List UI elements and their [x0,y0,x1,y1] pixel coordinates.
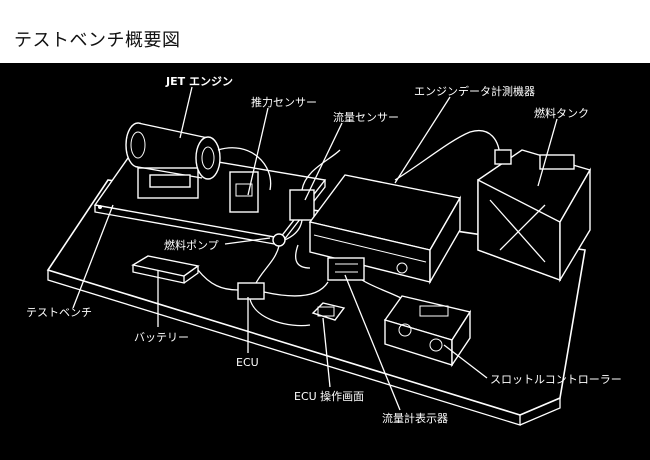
label-engine-data-meter: エンジンデータ計測機器 [414,84,535,98]
label-flow-display: 流量計表示器 [382,411,448,425]
label-fuel-pump: 燃料ポンプ [164,238,219,252]
label-test-bench: テストベンチ [26,306,92,319]
test-bench-diagram: JET エンジン 推力センサー 流量センサー エンジンデータ計測機器 燃料タンク… [26,75,622,426]
fuel-tank [477,149,592,283]
jet-engine [125,122,221,199]
label-throttle-controller: スロットルコントローラー [490,373,622,386]
thrust-sensor [217,147,272,213]
label-flow-sensor: 流量センサー [333,110,399,124]
meter-connector [327,257,406,301]
throttle-controller [383,295,472,368]
ecu [197,269,329,327]
label-thrust-sensor: 推力センサー [251,95,317,109]
label-jet-engine: JET エンジン [165,75,233,88]
label-ecu: ECU [236,356,259,369]
engine-data-meter [295,174,462,285]
label-battery: バッテリー [134,331,189,344]
flow-sensor [279,149,341,243]
label-fuel-tank: 燃料タンク [534,106,589,120]
fuel-line [394,130,501,181]
label-ecu-screen: ECU 操作画面 [294,389,364,403]
diagram-canvas: JET エンジン 推力センサー 流量センサー エンジンデータ計測機器 燃料タンク… [0,63,650,460]
leader-lines [72,86,558,411]
page-title: テストベンチ概要図 [14,30,181,51]
fuel-pump [254,233,286,286]
ecu-screen [311,302,346,321]
